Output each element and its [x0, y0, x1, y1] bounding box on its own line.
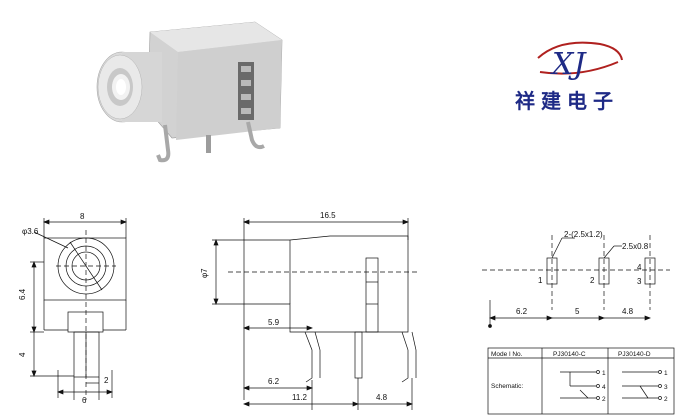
- side-dim-4-8: 4.8: [376, 393, 388, 402]
- front-base-width-dim: 6: [82, 396, 87, 405]
- front-view: [30, 218, 127, 400]
- logo-company-name: 祥建电子: [515, 89, 619, 113]
- front-width-dim: 8: [80, 212, 85, 221]
- front-hole-dia-dim: φ3.6: [22, 227, 39, 236]
- side-dim-5-9: 5.9: [268, 318, 280, 327]
- footprint-pin-3: 3: [637, 277, 642, 286]
- table-c-pin-4: 4: [602, 384, 606, 391]
- logo-mark: XJ: [550, 47, 587, 82]
- side-view: [212, 218, 420, 410]
- table-c-pin-1: 1: [602, 370, 606, 377]
- product-photo: [96, 21, 283, 163]
- company-logo: XJ 祥建电子: [515, 41, 623, 113]
- table-d-pin-2: 2: [664, 396, 668, 403]
- side-barrel-dia-dim: φ7: [200, 268, 209, 278]
- table-d-pin-3: 3: [664, 384, 668, 391]
- footprint-dim-6-2: 6.2: [516, 307, 528, 316]
- side-dim-6-2: 6.2: [268, 377, 280, 386]
- table-row-schematic: Schematic:: [491, 383, 523, 390]
- footprint-pin-4: 4: [637, 263, 642, 272]
- table-header-d: PJ30140-D: [618, 351, 651, 358]
- footprint-slot-b: 2.5x0.8: [622, 242, 649, 251]
- footprint-pin-2: 2: [590, 276, 595, 285]
- table-c-pin-2: 2: [602, 396, 606, 403]
- front-height-dim: 6.4: [18, 288, 27, 300]
- pcb-footprint: [482, 235, 670, 328]
- table-header-c: PJ30140-C: [553, 351, 586, 358]
- side-length-dim: 16.5: [320, 211, 336, 220]
- footprint-dim-4-8: 4.8: [622, 307, 634, 316]
- model-table: [487, 347, 675, 415]
- table-header-model: Mode l No.: [491, 351, 523, 358]
- footprint-pin-1: 1: [538, 276, 543, 285]
- front-pin-length-dim: 4: [18, 352, 27, 357]
- table-d-pin-1: 1: [664, 370, 668, 377]
- footprint-slot-a: 2-(2.5x1.2): [564, 230, 603, 239]
- side-dim-11-2: 11.2: [292, 393, 308, 402]
- footprint-dim-5: 5: [575, 307, 580, 316]
- front-pin-pitch-dim: 2: [104, 376, 109, 385]
